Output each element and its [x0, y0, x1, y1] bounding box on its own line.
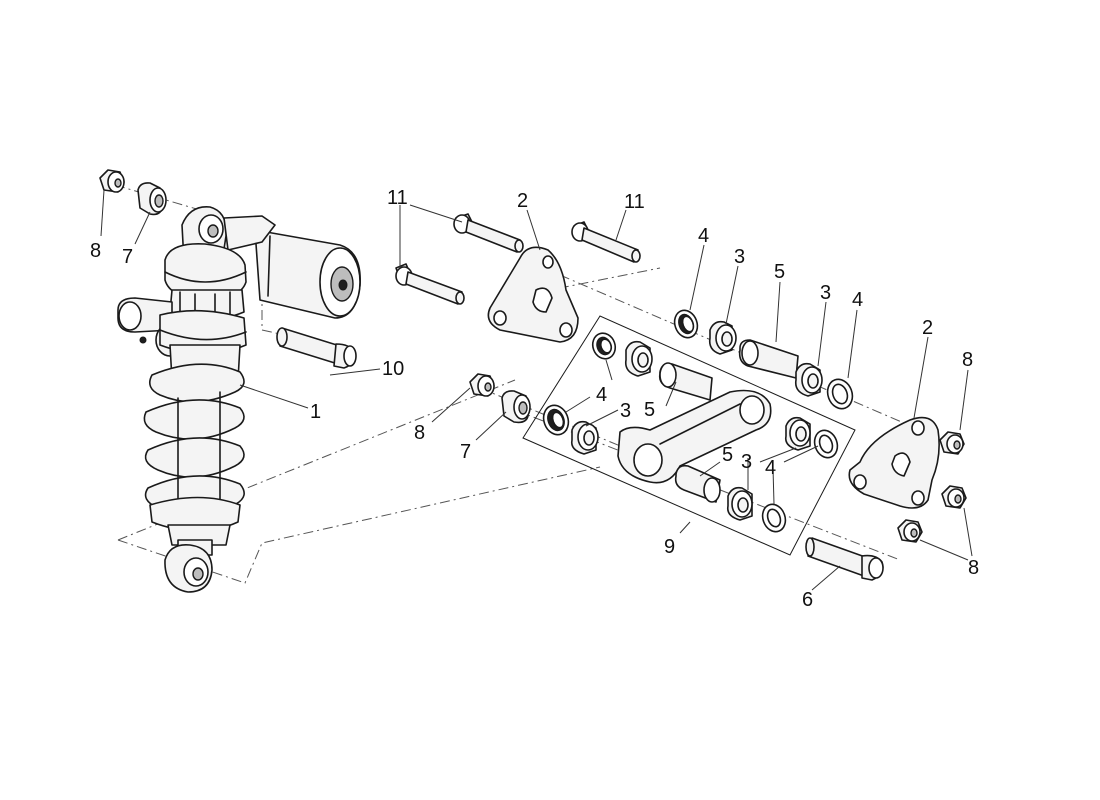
callout-8-middle-left: 8: [414, 422, 425, 444]
bolt-10: [276, 327, 357, 369]
callout-8-right-bottom: 8: [968, 557, 979, 579]
callout-3-upper: 3: [734, 246, 745, 268]
callout-5-link-top: 5: [644, 399, 655, 421]
callout-7-top-left: 7: [122, 246, 133, 268]
seal-ring-upper: [673, 309, 699, 339]
bolt-11-b: [571, 221, 641, 263]
callout-3-upper-right: 3: [820, 282, 831, 304]
callout-10: 10: [382, 358, 404, 380]
seal-ring-link-bottom: [761, 503, 787, 533]
shock-bottom-eye: [164, 539, 213, 593]
seal-ring-link-right: [813, 429, 839, 459]
bearing-3-upper-right: [794, 362, 823, 397]
bolt-11-a: [453, 213, 524, 253]
callout-5-upper: 5: [774, 261, 785, 283]
seal-ring-link-mid: [542, 404, 570, 436]
nut-top-left: [99, 169, 125, 193]
spacer-link-top: [658, 362, 713, 401]
bearing-link-bottom: [726, 486, 753, 521]
callout-4-link: 4: [596, 384, 607, 406]
callout-7-middle-left: 7: [460, 441, 471, 463]
bushing-middle-left: [501, 390, 531, 424]
leader-lines: [100, 189, 973, 591]
nut-right-middle: [941, 485, 967, 509]
shock-reservoir: [254, 229, 361, 319]
spacer-link-bottom: [674, 464, 721, 503]
callout-3-link-bottom: 3: [741, 451, 752, 473]
nut-middle-left: [469, 373, 495, 397]
callout-4-upper-right: 4: [852, 289, 863, 311]
link-assembly-boundary: [522, 315, 856, 556]
bearing-link-mid: [570, 420, 599, 455]
shock-spring: [143, 363, 245, 516]
callout-11-left: 11: [387, 187, 408, 209]
callout-11-right: 11: [624, 191, 645, 213]
rocker-link-arm: [617, 389, 772, 484]
callout-9: 9: [664, 536, 675, 558]
spacer-5-upper: [738, 339, 799, 379]
callout-8-top-left: 8: [90, 240, 101, 262]
callout-2-left: 2: [517, 190, 528, 212]
nut-right-top: [939, 431, 965, 455]
bolt-6: [805, 537, 884, 581]
bolt-11-c: [395, 263, 465, 305]
callout-8-right-top: 8: [962, 349, 973, 371]
seal-ring-upper-right: [826, 378, 854, 410]
callout-2-right: 2: [922, 317, 933, 339]
link-plate-left: [487, 246, 579, 343]
callout-6: 6: [802, 589, 813, 611]
nut-right-bottom: [897, 519, 923, 543]
callout-4-upper: 4: [698, 225, 709, 247]
callout-4-link-bottom: 4: [765, 457, 776, 479]
bushing-top-left: [137, 182, 167, 216]
callout-5-link-bottom: 5: [722, 444, 733, 466]
seal-ring-link-top: [591, 332, 617, 360]
bearing-link-top: [624, 340, 653, 377]
shock-absorber: [117, 206, 361, 593]
callout-labels: 8 7 1 10 11 2 11 4 3 5 3 4 2 8 4 3 5 8 7…: [90, 187, 979, 611]
bearing-link-right: [784, 416, 811, 451]
bearing-3-upper: [708, 320, 737, 355]
callout-3-link: 3: [620, 400, 631, 422]
callout-1: 1: [310, 401, 321, 423]
link-plate-right: [848, 416, 940, 509]
